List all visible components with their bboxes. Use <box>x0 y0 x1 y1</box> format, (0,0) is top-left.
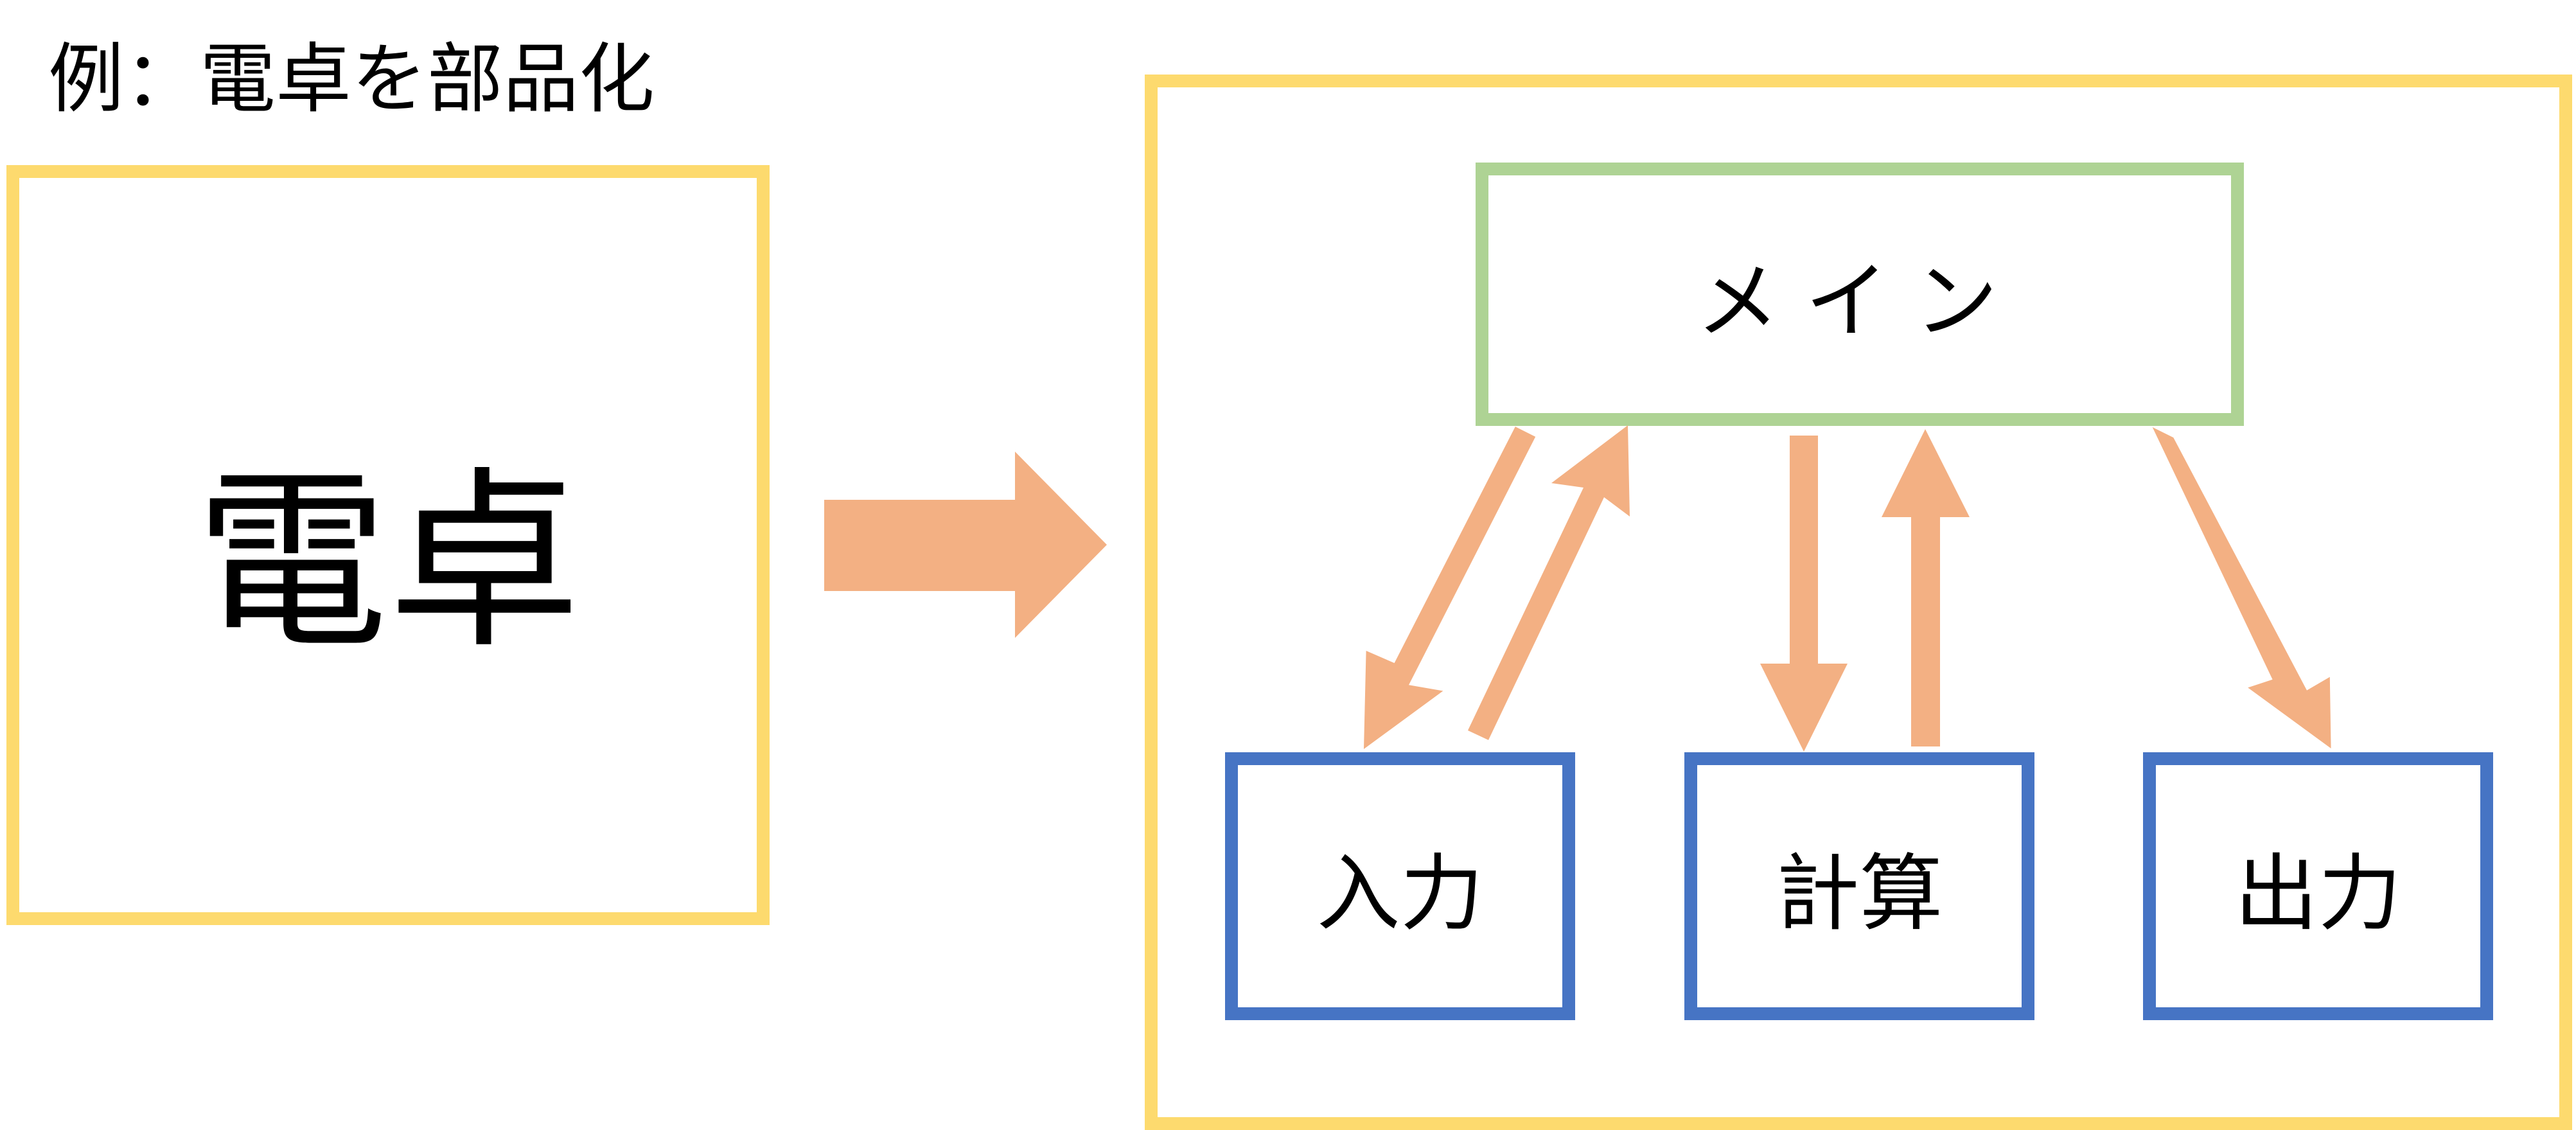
input-to-main-arrow <box>1468 425 1630 740</box>
main-to-input-arrow <box>1364 427 1536 749</box>
calc-to-main-arrow <box>1882 429 1970 746</box>
main-to-output-arrow <box>2152 427 2331 748</box>
calc-module: 計算 <box>1684 752 2034 1020</box>
main-module-label: メイン <box>1695 252 2024 350</box>
calculator-label: 電卓 <box>195 450 581 675</box>
arrow-group <box>824 425 2331 752</box>
input-module-label: 入力 <box>1316 844 1484 942</box>
output-module: 出力 <box>2143 752 2493 1020</box>
main-to-calc-arrow <box>1760 436 1848 752</box>
output-module-label: 出力 <box>2234 844 2402 942</box>
calc-module-label: 計算 <box>1776 844 1943 942</box>
input-module: 入力 <box>1225 752 1575 1020</box>
main-module: メイン <box>1476 163 2244 426</box>
diagram-title: 例：電卓を部品化 <box>48 35 655 123</box>
decompose-arrow <box>824 452 1107 638</box>
calculator-box: 電卓 <box>6 165 770 925</box>
